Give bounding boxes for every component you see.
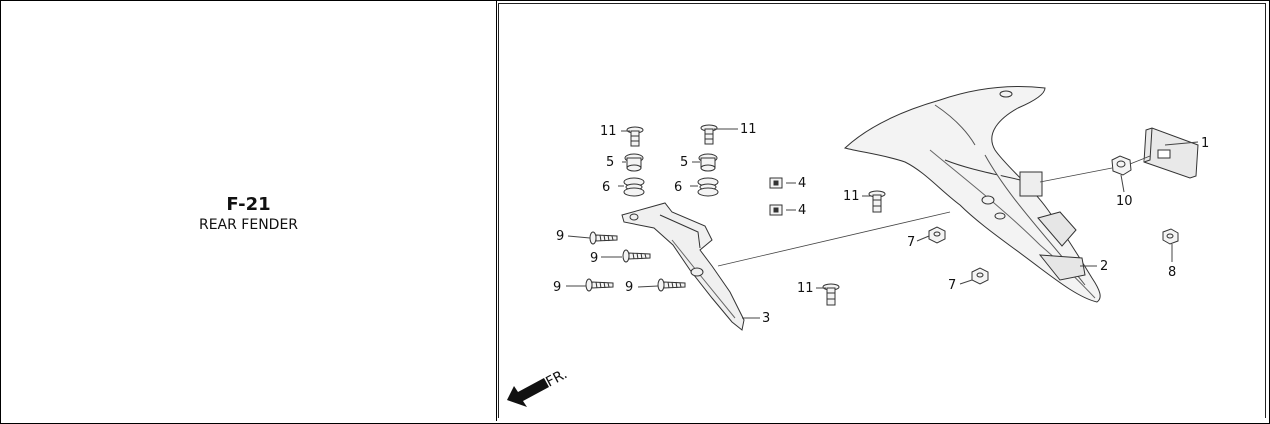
callout-9-d: 9 — [625, 280, 633, 295]
callout-5-left: 5 — [606, 155, 614, 170]
front-direction-indicator: FR. — [507, 366, 570, 407]
part-4-clip-upper — [769, 177, 783, 189]
part-9-screw-a — [589, 231, 618, 245]
part-8-nut — [1162, 228, 1179, 245]
callout-11-c: 11 — [843, 189, 860, 204]
callout-9-c: 9 — [553, 280, 561, 295]
callout-6-right: 6 — [674, 180, 682, 195]
callout-11-b: 11 — [740, 122, 757, 137]
callout-5-right: 5 — [680, 155, 688, 170]
callout-1: 1 — [1201, 136, 1209, 151]
callout-11-a: 11 — [600, 124, 617, 139]
part-6-grommet-b — [697, 177, 719, 197]
part-5-collar-a — [624, 153, 644, 172]
callout-7-lower: 7 — [948, 278, 956, 293]
callout-10: 10 — [1116, 194, 1133, 209]
callout-4-lower: 4 — [798, 203, 806, 218]
callout-2: 2 — [1100, 259, 1108, 274]
callout-4-upper: 4 — [798, 176, 806, 191]
part-11-bolt-d — [822, 283, 840, 306]
callout-7-upper: 7 — [907, 235, 915, 250]
callout-6-left: 6 — [602, 180, 610, 195]
figure-info-panel: F-21 REAR FENDER — [1, 1, 497, 421]
part-9-screw-b — [622, 249, 651, 263]
callout-9-b: 9 — [590, 251, 598, 266]
callout-11-d: 11 — [797, 281, 814, 296]
callout-9-a: 9 — [556, 229, 564, 244]
callout-numbers: 1 2 3 4 4 5 5 6 6 7 7 8 9 9 9 9 10 11 11… — [553, 122, 1209, 326]
part-11-bolt-a — [626, 126, 644, 147]
part-9-screw-d — [657, 278, 686, 292]
part-11-bolt-b — [700, 124, 718, 145]
rear-bracket — [621, 202, 745, 331]
rear-fender-main — [843, 86, 1101, 303]
front-arrow-icon — [507, 378, 549, 407]
reflector — [1143, 127, 1199, 179]
part-5-collar-b — [698, 153, 718, 172]
callout-8: 8 — [1168, 265, 1176, 280]
part-6-grommet-a — [623, 177, 645, 197]
part-4-clip-lower — [769, 204, 783, 216]
part-7-nut-lower — [971, 267, 989, 285]
part-9-screw-c — [585, 278, 614, 292]
part-10-nut — [1111, 155, 1132, 176]
callout-3: 3 — [762, 311, 770, 326]
diagram-panel — [498, 3, 1266, 418]
leader-lines — [566, 128, 1199, 319]
part-7-nut-upper — [928, 226, 946, 244]
part-11-bolt-c — [868, 190, 886, 213]
figure-title-block: F-21 REAR FENDER — [1, 194, 496, 234]
figure-title: REAR FENDER — [198, 217, 299, 233]
figure-code: F-21 — [226, 194, 271, 215]
